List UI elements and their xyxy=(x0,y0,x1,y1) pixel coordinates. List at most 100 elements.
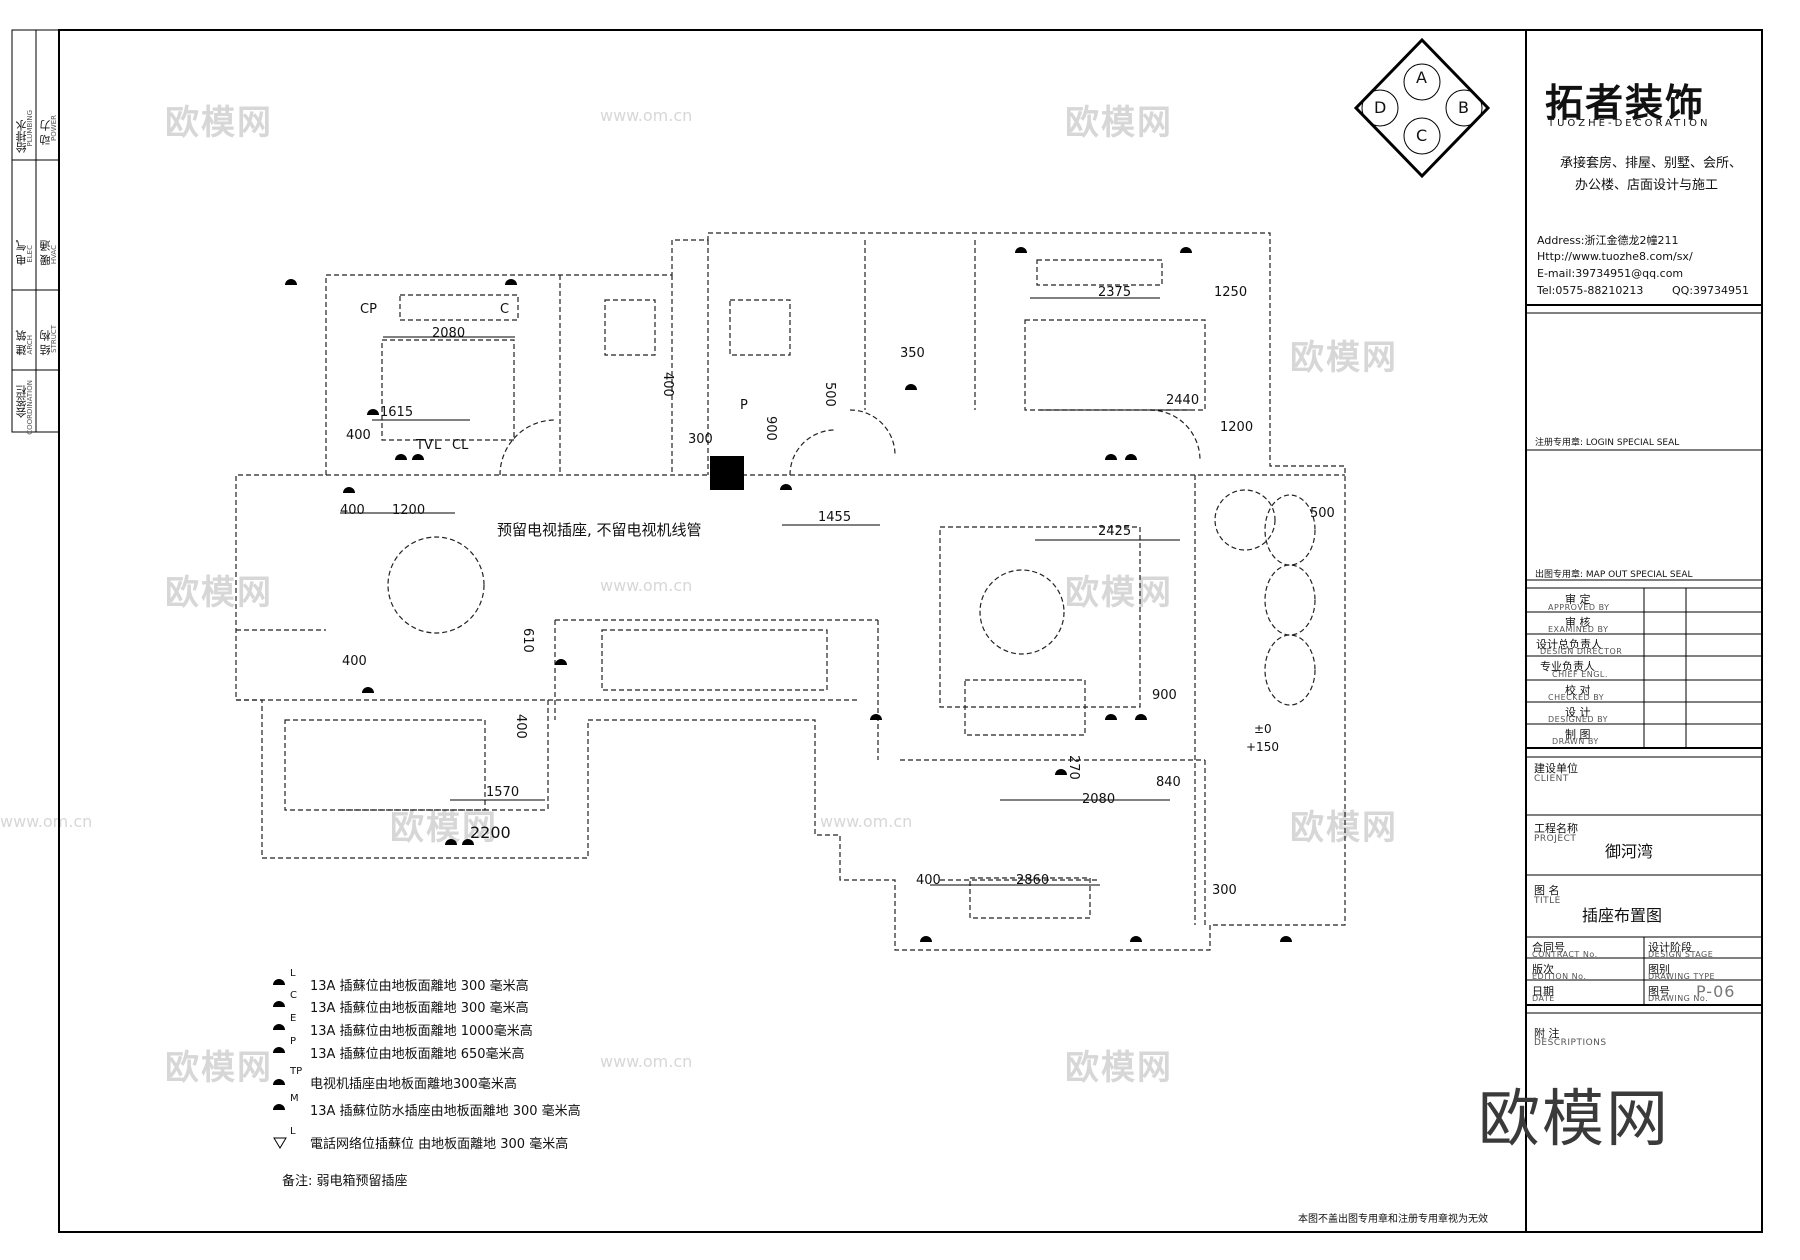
note: 备注: 弱电箱预留插座 xyxy=(282,1174,408,1189)
coord-struct-en: STRUCT xyxy=(50,325,58,353)
dimension-label: 2860 xyxy=(1016,873,1050,888)
edition-label-en: EDITION No. xyxy=(1532,972,1587,981)
legend-symbol-letter: M xyxy=(290,1092,299,1104)
socket-tag: C xyxy=(500,302,510,317)
title-label: 图 名 xyxy=(1534,884,1560,897)
dimension-label: 2375 xyxy=(1098,285,1132,300)
brand-slogan: 承接套房、排屋、别墅、会所、 xyxy=(1560,156,1743,171)
dimension-label: 2080 xyxy=(432,326,466,341)
legend-text: 13A 插蘇位防水插座由地板面離地 300 毫米高 xyxy=(310,1104,581,1119)
legend-symbol-letter: E xyxy=(290,1012,297,1024)
dimension-label: 500 xyxy=(1310,506,1335,521)
legend-row: C 13A 插蘇位由地板面離地 300 毫米高 xyxy=(276,990,529,1017)
dimension-label: 2200 xyxy=(470,823,511,842)
dimension-label: 400 xyxy=(346,428,371,443)
dimension-label: 400 xyxy=(340,503,365,518)
approval-role: 设计总负责人 xyxy=(1536,638,1602,651)
logo-letter: B xyxy=(1458,98,1469,117)
dimension-label: 1455 xyxy=(818,510,852,525)
brand-address: Address:浙江金德龙2幢211 xyxy=(1537,234,1679,247)
login-seal-label: 注册专用章: LOGIN SPECIAL SEAL xyxy=(1535,438,1680,448)
dimension-label: 2080 xyxy=(1082,792,1116,807)
socket-symbol-icon: L xyxy=(276,968,310,994)
legend-text: 13A 插蘇位由地板面離地 300 毫米高 xyxy=(310,979,529,994)
legend-text: 電話网络位插蘇位 由地板面離地 300 毫米高 xyxy=(310,1137,569,1152)
logo-letter: A xyxy=(1416,68,1427,87)
approval-role: 设 计 xyxy=(1565,706,1591,719)
dimension-label: 300 xyxy=(1212,883,1237,898)
socket-tag: L xyxy=(434,438,442,453)
dimension-label: 400 xyxy=(660,372,675,397)
socket-tag: TV xyxy=(416,438,433,453)
drawing-no-label-en: DRAWING No. xyxy=(1648,994,1709,1003)
dimension-label: 1200 xyxy=(392,503,426,518)
approval-role-en: DESIGN DIRECTOR xyxy=(1540,647,1623,656)
approval-role-en: DESIGNED BY xyxy=(1548,715,1609,724)
tv-socket-note: 预留电视插座, 不留电视机线管 xyxy=(497,521,702,539)
tv-socket-symbol-icon: TP xyxy=(276,1066,310,1092)
approval-role-en: APPROVED BY xyxy=(1548,603,1610,612)
legend-symbol-letter: C xyxy=(290,989,297,1001)
brand-tel: Tel:0575-88210213 xyxy=(1537,284,1644,297)
watermark: 欧模网 xyxy=(165,103,273,143)
logo-letter: D xyxy=(1374,98,1387,117)
date-label-en: DATE xyxy=(1532,994,1555,1003)
dimension-label: 2440 xyxy=(1166,393,1200,408)
watermark-url: www.om.cn xyxy=(600,576,693,595)
watermark: 欧模网 xyxy=(1065,1048,1173,1088)
watermark: 欧模网 xyxy=(1065,573,1173,613)
dimension-label: 270 xyxy=(1066,755,1081,780)
legend-text: 13A 插蘇位由地板面離地 300 毫米高 xyxy=(310,1001,529,1016)
legend-symbol-letter: P xyxy=(290,1035,297,1047)
watermark-url: www.om.cn xyxy=(820,812,913,831)
logo-letter: C xyxy=(1416,126,1428,145)
footer-note: 本图不盖出图专用章和注册专用章视为无效 xyxy=(1298,1214,1488,1225)
watermark-large: 欧模网 xyxy=(1478,1082,1671,1155)
mapout-seal-label: 出图专用章: MAP OUT SPECIAL SEAL xyxy=(1535,570,1693,580)
drawing-no-label: 图号 xyxy=(1648,985,1670,998)
dimension-label: 300 xyxy=(688,432,713,447)
coord-hvac-en: HVAC xyxy=(50,245,58,265)
dimension-label: 1570 xyxy=(486,785,520,800)
watermark: 欧模网 xyxy=(1290,338,1398,378)
legend-symbol-letter: L xyxy=(290,967,296,979)
drawing-number: P-06 xyxy=(1696,982,1736,1001)
dimension-label: 350 xyxy=(900,346,925,361)
coord-arch-en: ARCH xyxy=(26,335,34,355)
approval-role-en: CHECKED BY xyxy=(1548,693,1605,702)
approval-role-en: DRAWN BY xyxy=(1552,737,1599,746)
socket-symbol-icon: E xyxy=(276,1013,310,1039)
project-name: 御河湾 xyxy=(1605,842,1654,861)
project-label: 工程名称 xyxy=(1534,822,1578,835)
approval-role: 校 对 xyxy=(1565,684,1591,697)
coord-coordination-en: COORDINATION xyxy=(26,380,34,435)
edition-label: 版次 xyxy=(1532,963,1554,976)
watermark-url: www.om.cn xyxy=(600,1052,693,1071)
dimension-label: 900 xyxy=(763,416,778,441)
client-label-en: CLIENT xyxy=(1534,774,1569,784)
project-label-en: PROJECT xyxy=(1534,834,1577,844)
dimension-label: 2425 xyxy=(1098,524,1132,539)
contract-label-en: CONTRACT No. xyxy=(1532,950,1598,959)
socket-tag: P xyxy=(740,398,748,413)
stage-label-en: DESIGN STAGE xyxy=(1648,950,1714,959)
legend-text: 13A 插蘇位由地板面離地 1000毫米高 xyxy=(310,1024,533,1039)
dimension-label: 400 xyxy=(342,654,367,669)
socket-symbol-icon: C xyxy=(276,990,310,1016)
drawing-title: 插座布置图 xyxy=(1582,906,1663,925)
brand-name: 拓者装饰 xyxy=(1545,81,1706,125)
brand-qq: QQ:39734951 xyxy=(1672,284,1750,297)
dimension-label: 1615 xyxy=(380,405,414,420)
approval-role: 制 图 xyxy=(1565,728,1591,741)
dimension-label: 1250 xyxy=(1214,285,1248,300)
dimension-label: 610 xyxy=(520,628,535,653)
coord-power-en: POWER xyxy=(50,115,58,141)
socket-tag: CL xyxy=(452,438,469,453)
stage-label: 设计阶段 xyxy=(1648,941,1692,954)
brand-email: E-mail:39734951@qq.com xyxy=(1537,267,1684,280)
brand-slogan: 办公楼、店面设计与施工 xyxy=(1575,178,1719,193)
watermark: 欧模网 xyxy=(165,1048,273,1088)
legend-row: M 13A 插蘇位防水插座由地板面離地 300 毫米高 xyxy=(276,1093,581,1120)
watermark-url: www.om.cn xyxy=(600,106,693,125)
